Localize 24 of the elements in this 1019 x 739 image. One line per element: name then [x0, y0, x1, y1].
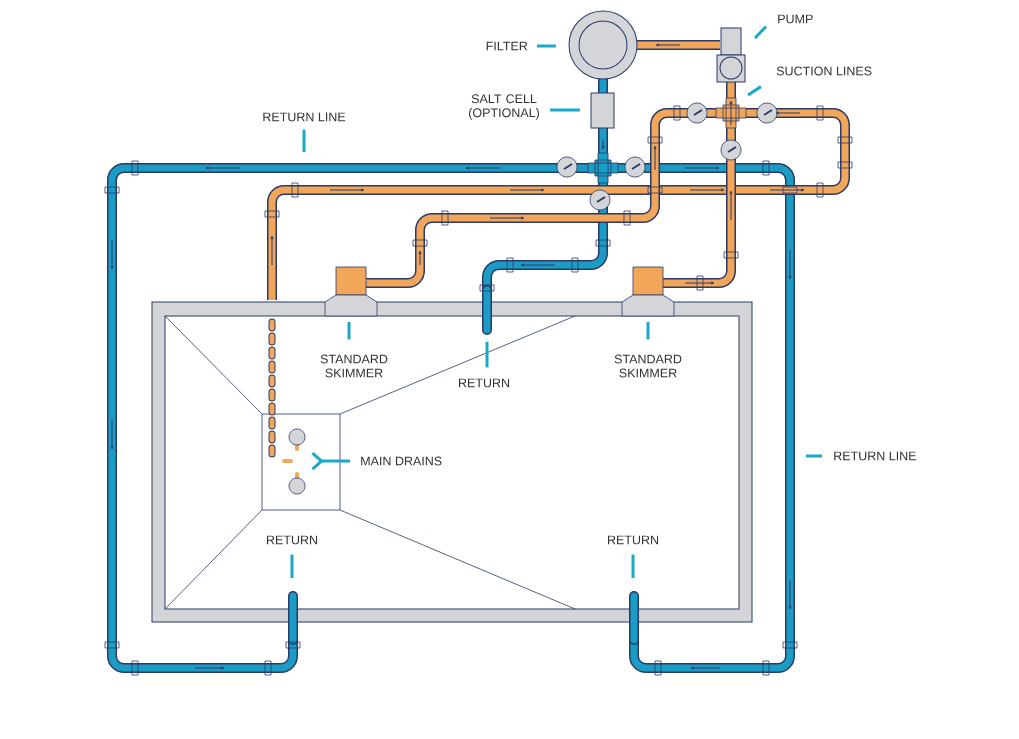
leader-line: [302, 129, 306, 152]
part-label: RETURN: [608, 535, 659, 545]
part-label: RETURN LINE: [834, 451, 916, 461]
leader-line: [537, 44, 556, 48]
part-label: RETURN: [267, 535, 318, 545]
part-label: STANDARD SKIMMER: [320, 354, 388, 378]
leader-line: [290, 554, 294, 578]
part-label: FILTER: [486, 41, 528, 51]
part-label: SUCTION LINES: [776, 66, 872, 76]
leader-line: [347, 322, 351, 340]
leader-line: [747, 85, 762, 97]
part-label: PUMP: [778, 14, 813, 24]
leader-line: [550, 108, 580, 112]
leader-line: [311, 451, 350, 471]
leader-line: [646, 322, 650, 340]
leader-line: [485, 342, 489, 368]
leader-line: [753, 25, 768, 40]
part-label: RETURN LINE: [263, 112, 346, 122]
leader-line: [806, 454, 822, 458]
part-label: MAIN DRAINS: [361, 456, 442, 466]
leader-line: [631, 554, 635, 578]
part-label: STANDARD SKIMMER: [614, 354, 682, 378]
part-label: SALT CELL (OPTIONAL): [469, 94, 539, 120]
part-label: RETURN: [459, 378, 510, 388]
